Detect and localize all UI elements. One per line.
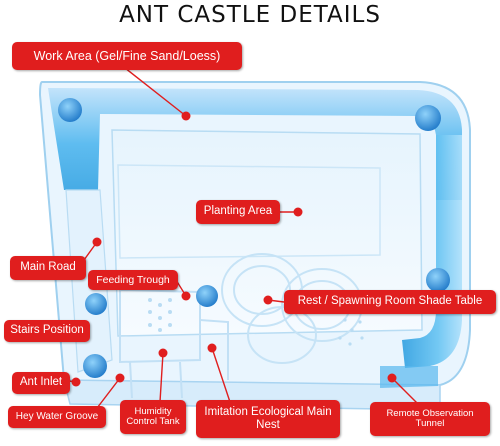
nest-walls — [119, 288, 229, 399]
page-title: ANT CASTLE DETAILS — [119, 2, 381, 28]
label-feeding-trough: Feeding Trough — [88, 270, 178, 290]
blue-plugs — [58, 98, 450, 378]
label-stairs-position: Stairs Position — [4, 320, 90, 342]
planting-area-floor — [111, 129, 423, 337]
plug-right — [426, 268, 450, 292]
label-ant-inlet: Ant Inlet — [12, 372, 70, 394]
plug-feeding — [196, 285, 218, 307]
work-area-water — [48, 88, 462, 200]
label-imitation-nest: Imitation Ecological Main Nest — [196, 400, 340, 438]
label-planting-area: Planting Area — [196, 200, 280, 224]
label-hey-water-groove: Hey Water Groove — [8, 406, 106, 428]
label-remote-tunnel: Remote Observation Tunnel — [370, 402, 490, 436]
plug-top-left — [58, 98, 82, 122]
label-humidity-tank: Humidity Control Tank — [120, 400, 186, 434]
plug-inlet — [83, 354, 107, 378]
bottom-water — [380, 366, 438, 388]
label-work-area: Work Area (Gel/Fine Sand/Loess) — [12, 42, 242, 70]
feeding-area-dots — [148, 298, 364, 346]
label-main-road: Main Road — [10, 256, 86, 280]
plug-top-right — [415, 105, 441, 131]
plug-stairs — [85, 293, 107, 315]
label-rest-room: Rest / Spawning Room Shade Table — [284, 290, 496, 314]
